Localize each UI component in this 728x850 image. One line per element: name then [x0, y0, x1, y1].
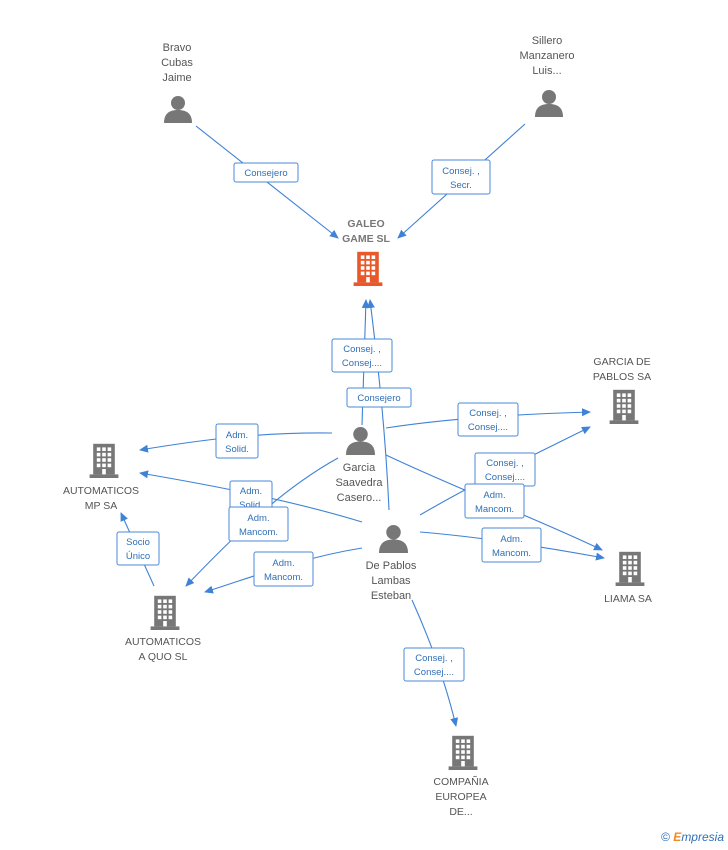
- brand-logo-initial: E: [673, 830, 682, 844]
- svg-text:Solid.: Solid.: [239, 500, 263, 511]
- copyright-symbol: ©: [661, 830, 670, 844]
- svg-text:Adm.: Adm.: [247, 513, 269, 524]
- edge-label-depablos-garciasa: Consej. , Consej....: [474, 452, 536, 487]
- svg-text:Adm.: Adm.: [226, 430, 248, 441]
- node-label: GALEO: [347, 218, 384, 230]
- edge-label-sillero-galeo: Consej. , Secr.: [431, 159, 491, 195]
- person-icon: [535, 90, 563, 117]
- building-icon: [150, 595, 180, 630]
- nodes: GALEO GAME SL Bravo Cubas Jaime Sillero …: [63, 35, 652, 818]
- building-icon: [353, 251, 383, 286]
- svg-text:Adm.: Adm.: [483, 490, 505, 501]
- person-icon: [346, 427, 375, 455]
- node-label: PABLOS SA: [593, 371, 651, 383]
- node-label: De Pablos: [366, 560, 417, 572]
- node-label: GAME SL: [342, 233, 390, 245]
- svg-text:Secr.: Secr.: [450, 180, 472, 191]
- building-icon: [609, 389, 639, 424]
- svg-text:Consej. ,: Consej. ,: [486, 458, 524, 469]
- node-garcia-de-pablos-sa[interactable]: GARCIA DE PABLOS SA: [593, 356, 651, 424]
- edge-label-depablos-liama: Adm. Mancom.: [481, 527, 542, 563]
- node-label: Saavedra: [335, 477, 383, 489]
- svg-text:Socio: Socio: [126, 537, 150, 548]
- node-label: Bravo: [163, 42, 192, 54]
- brand-name: mpresia: [681, 830, 724, 844]
- edge-label-garcia-garciasa: Consej. , Consej....: [457, 402, 519, 437]
- node-automaticos-a-quo[interactable]: AUTOMATICOS A QUO SL: [125, 595, 201, 663]
- svg-text:Mancom.: Mancom.: [264, 572, 303, 583]
- svg-text:Consej....: Consej....: [485, 472, 525, 483]
- svg-text:Consej....: Consej....: [414, 667, 454, 678]
- building-icon: [615, 551, 645, 586]
- person-icon: [164, 96, 192, 123]
- svg-text:Consej....: Consej....: [468, 422, 508, 433]
- edge-label-depablos-compania: Consej. , Consej....: [403, 647, 465, 682]
- node-label: AUTOMATICOS: [125, 636, 201, 648]
- node-garcia-saavedra[interactable]: Garcia Saavedra Casero...: [335, 427, 383, 504]
- node-label: LIAMA SA: [604, 593, 652, 605]
- svg-text:Adm.: Adm.: [500, 534, 522, 545]
- building-icon: [448, 735, 478, 770]
- edge-label-depablos-quo: Adm. Mancom.: [253, 551, 314, 587]
- node-label: Garcia: [343, 462, 376, 474]
- node-label: Cubas: [161, 57, 193, 69]
- node-label: Jaime: [162, 72, 191, 84]
- node-label: Sillero: [532, 35, 563, 47]
- node-automaticos-mp[interactable]: AUTOMATICOS MP SA: [63, 443, 139, 512]
- edge-label-garcia-mp: Adm. Solid.: [215, 423, 259, 459]
- node-sillero-manzanero[interactable]: Sillero Manzanero Luis...: [519, 35, 575, 117]
- node-de-pablos-lambas[interactable]: De Pablos Lambas Esteban: [366, 525, 417, 602]
- empresia-footer[interactable]: © Empresia: [661, 830, 724, 844]
- person-icon: [379, 525, 408, 553]
- node-label: MP SA: [85, 500, 117, 512]
- svg-text:Consej. ,: Consej. ,: [442, 166, 480, 177]
- edge-label-garcia-liama: Adm. Mancom.: [464, 483, 525, 519]
- node-bravo-cubas-jaime[interactable]: Bravo Cubas Jaime: [161, 42, 193, 123]
- svg-text:Consejero: Consejero: [357, 393, 400, 404]
- node-label: A QUO SL: [138, 651, 187, 663]
- svg-text:Consej. ,: Consej. ,: [469, 408, 507, 419]
- svg-text:Único: Único: [126, 551, 150, 562]
- node-label: Casero...: [337, 492, 382, 504]
- svg-text:Adm.: Adm.: [272, 558, 294, 569]
- node-label: EUROPEA: [435, 791, 486, 803]
- edge-label-bravo-galeo: Consejero: [233, 162, 299, 183]
- svg-text:Consej. ,: Consej. ,: [415, 653, 453, 664]
- edge-labels: Consejero Consej. , Secr. Consej. , Cons…: [116, 159, 542, 682]
- edge-label-depablos-galeo: Consejero: [346, 387, 412, 408]
- edge-label-quo-mp: Socio Único: [116, 531, 160, 566]
- node-label: Esteban: [371, 590, 411, 602]
- node-compania-europea[interactable]: COMPAÑIA EUROPEA DE...: [433, 735, 489, 818]
- svg-text:Mancom.: Mancom.: [492, 548, 531, 559]
- node-label: Luis...: [532, 65, 561, 77]
- svg-text:Consejero: Consejero: [244, 168, 287, 179]
- node-label: GARCIA DE: [593, 356, 650, 368]
- node-liama-sa[interactable]: LIAMA SA: [604, 551, 652, 605]
- node-label: COMPAÑIA: [433, 775, 488, 788]
- node-label: Manzanero: [519, 50, 574, 62]
- node-label: Lambas: [371, 575, 411, 587]
- svg-text:Solid.: Solid.: [225, 444, 249, 455]
- edge-label-garcia-quo: Adm. Mancom.: [228, 506, 289, 542]
- svg-text:Mancom.: Mancom.: [475, 504, 514, 515]
- svg-text:Consej. ,: Consej. ,: [343, 344, 381, 355]
- svg-text:Mancom.: Mancom.: [239, 527, 278, 538]
- node-label: DE...: [449, 806, 472, 818]
- edge-label-garcia-galeo: Consej. , Consej....: [331, 338, 393, 373]
- building-icon: [89, 443, 119, 478]
- node-galeo-game[interactable]: GALEO GAME SL: [342, 218, 390, 286]
- node-label: AUTOMATICOS: [63, 485, 139, 497]
- svg-text:Consej....: Consej....: [342, 358, 382, 369]
- svg-text:Adm.: Adm.: [240, 486, 262, 497]
